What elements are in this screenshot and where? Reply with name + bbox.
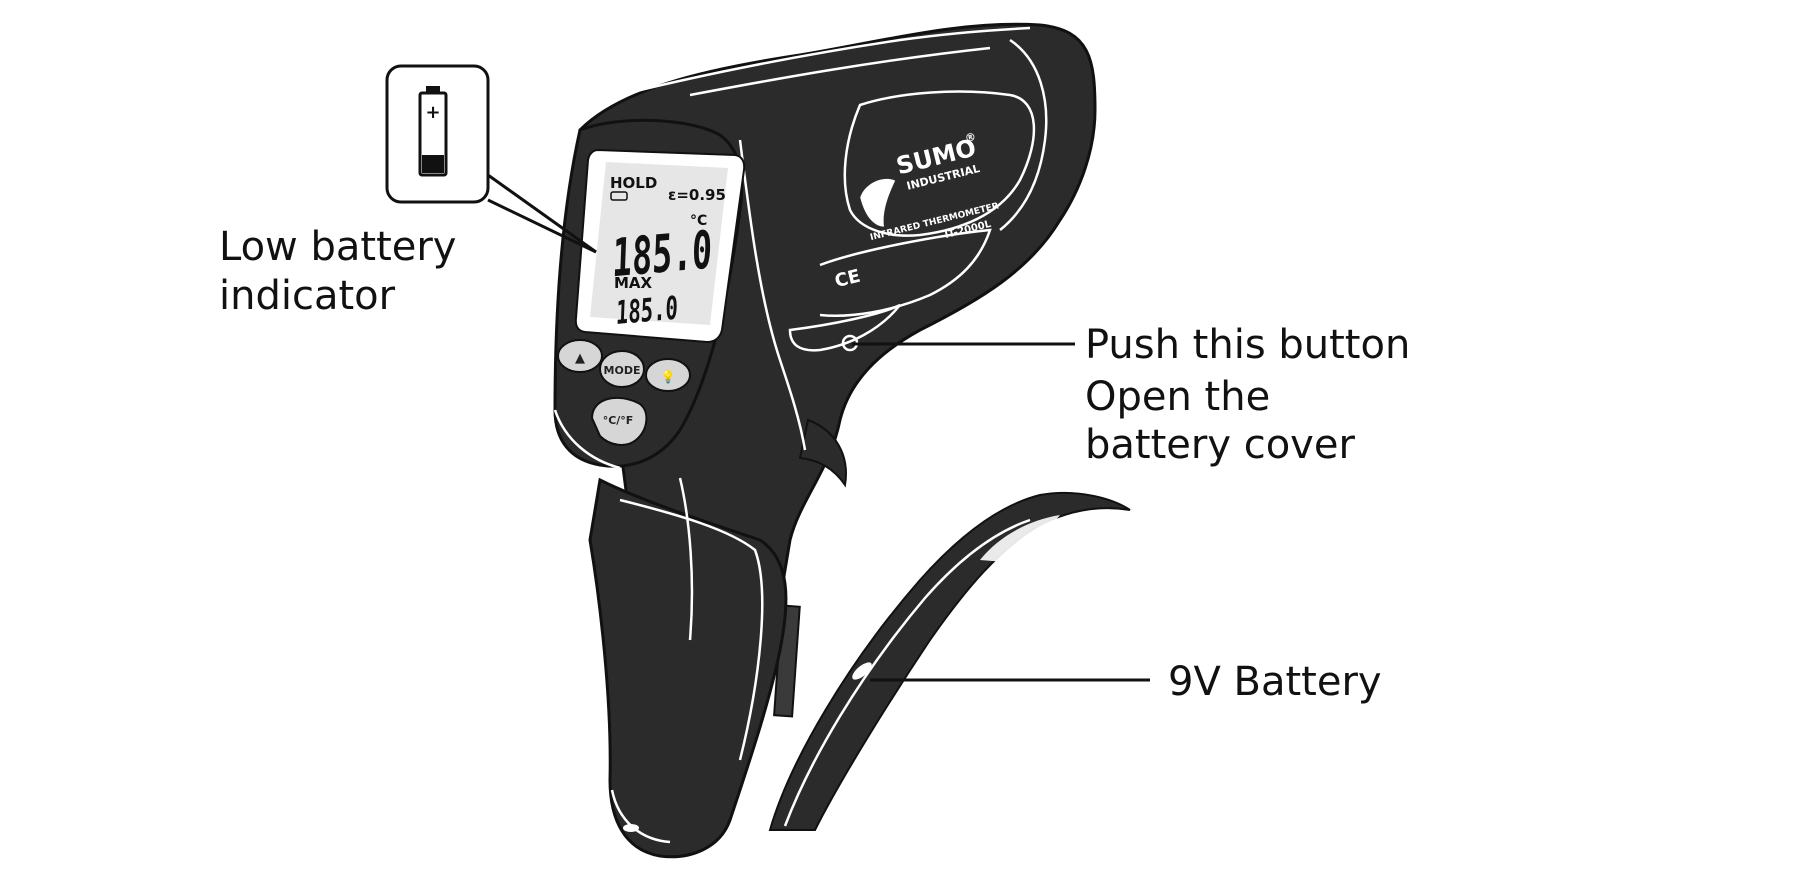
lcd-screen: HOLD ε=0.95 °C 185.0 MAX 185.0: [574, 148, 746, 344]
battery-label: 9V Battery: [1168, 659, 1382, 705]
release-button-callout: Push this button Open the battery cover: [852, 322, 1410, 468]
hold-indicator: HOLD: [610, 174, 657, 192]
button-panel: ▲ MODE 💡 °C/°F: [557, 339, 691, 446]
lcd-battery-icon: [610, 191, 628, 201]
push-button-label-line2: Open the: [1085, 374, 1270, 420]
light-bulb-icon: 💡: [661, 370, 676, 384]
battery-cover: [768, 491, 1131, 831]
unit-toggle-button[interactable]: °C/°F: [590, 396, 648, 446]
unit-indicator: °C: [690, 213, 707, 229]
low-battery-label-line2: indicator: [219, 273, 396, 319]
up-arrow-icon: ▲: [575, 351, 585, 366]
mode-button[interactable]: MODE: [599, 350, 645, 388]
battery-callout: 9V Battery: [870, 659, 1382, 705]
push-button-label-line3: battery cover: [1085, 422, 1355, 468]
backlight-button[interactable]: 💡: [645, 358, 691, 392]
registered-mark: ®: [964, 130, 978, 145]
mode-button-label: MODE: [604, 364, 641, 377]
low-battery-callout: + Low battery indicator: [219, 64, 597, 319]
emissivity-readout: ε=0.95: [668, 186, 726, 204]
push-button-label-line1: Push this button: [1085, 322, 1410, 368]
max-reading: 185.0: [614, 289, 679, 332]
unit-toggle-label: °C/°F: [603, 414, 634, 427]
battery-icon: +: [418, 86, 448, 177]
up-button[interactable]: ▲: [557, 339, 603, 373]
svg-text:+: +: [425, 102, 440, 123]
max-label: MAX: [614, 274, 653, 292]
low-battery-label-line1: Low battery: [219, 224, 456, 270]
main-reading: 185.0: [610, 221, 715, 289]
